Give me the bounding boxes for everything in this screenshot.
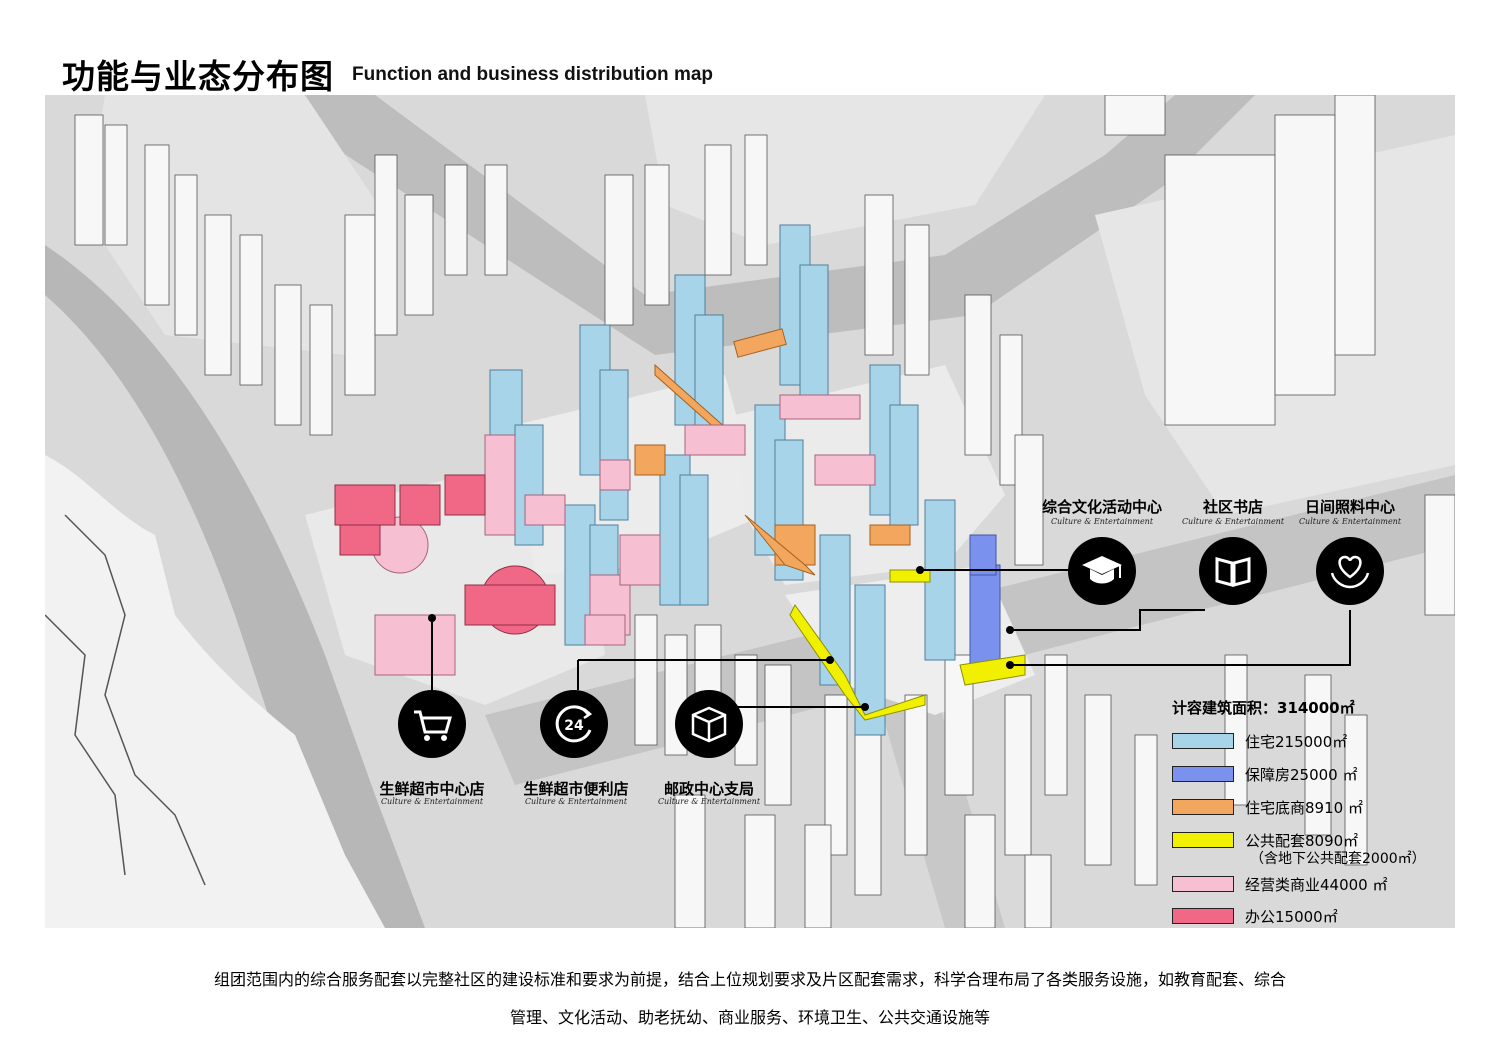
caption-line-1: 组团范围内的综合服务配套以完整社区的建设标准和要求为前提，结合上位规划要求及片区… <box>213 970 1286 989</box>
legend-swatch <box>1172 733 1234 749</box>
legend-swatch <box>1172 799 1234 815</box>
24-hour-icon: 24 <box>540 690 608 758</box>
service-subtitle-supermarket-main: Culture & Entertainment <box>380 797 484 806</box>
legend-note: （含地下公共配套2000㎡） <box>1250 851 1426 867</box>
legend-label: 办公15000㎡ <box>1245 908 1338 926</box>
legend-swatch <box>1172 766 1234 782</box>
legend-swatch <box>1172 908 1234 924</box>
caption-line-2: 管理、文化活动、助老抚幼、商业服务、环境卫生、公共交通设施等 <box>509 1008 990 1027</box>
shopping-cart-icon <box>398 690 466 758</box>
service-title-supermarket-main: 生鲜超市中心店 <box>379 780 485 798</box>
heart-hands-icon <box>1316 537 1384 605</box>
service-subtitle-culture-center: Culture & Entertainment <box>1050 517 1154 526</box>
service-subtitle-supermarket-convenience: Culture & Entertainment <box>524 797 628 806</box>
parcel-box-icon <box>675 690 743 758</box>
service-title-culture-center: 综合文化活动中心 <box>1041 498 1162 516</box>
service-title-day-care: 日间照料中心 <box>1304 498 1395 516</box>
svg-text:24: 24 <box>564 718 584 734</box>
legend-swatch <box>1172 876 1234 892</box>
legend-label: 住宅215000㎡ <box>1245 733 1348 751</box>
legend-label: 住宅底商8910 ㎡ <box>1245 799 1363 817</box>
page-title: 功能与业态分布图 <box>62 57 334 96</box>
page-subtitle: Function and business distribution map <box>352 64 714 85</box>
service-subtitle-post-office: Culture & Entertainment <box>657 797 761 806</box>
legend-title: 计容建筑面积：314000㎡ <box>1172 699 1355 717</box>
book-icon <box>1199 537 1267 605</box>
service-title-bookstore: 社区书店 <box>1202 498 1263 516</box>
service-subtitle-day-care: Culture & Entertainment <box>1298 517 1402 526</box>
legend-label: 经营类商业44000 ㎡ <box>1245 876 1388 894</box>
service-title-supermarket-convenience: 生鲜超市便利店 <box>523 780 629 798</box>
legend-swatch <box>1172 832 1234 848</box>
legend-label: 保障房25000 ㎡ <box>1245 766 1358 784</box>
legend-label: 公共配套8090㎡ <box>1245 832 1359 850</box>
graduation-cap-icon <box>1068 537 1136 605</box>
service-subtitle-bookstore: Culture & Entertainment <box>1181 517 1285 526</box>
service-title-post-office: 邮政中心支局 <box>663 780 754 798</box>
